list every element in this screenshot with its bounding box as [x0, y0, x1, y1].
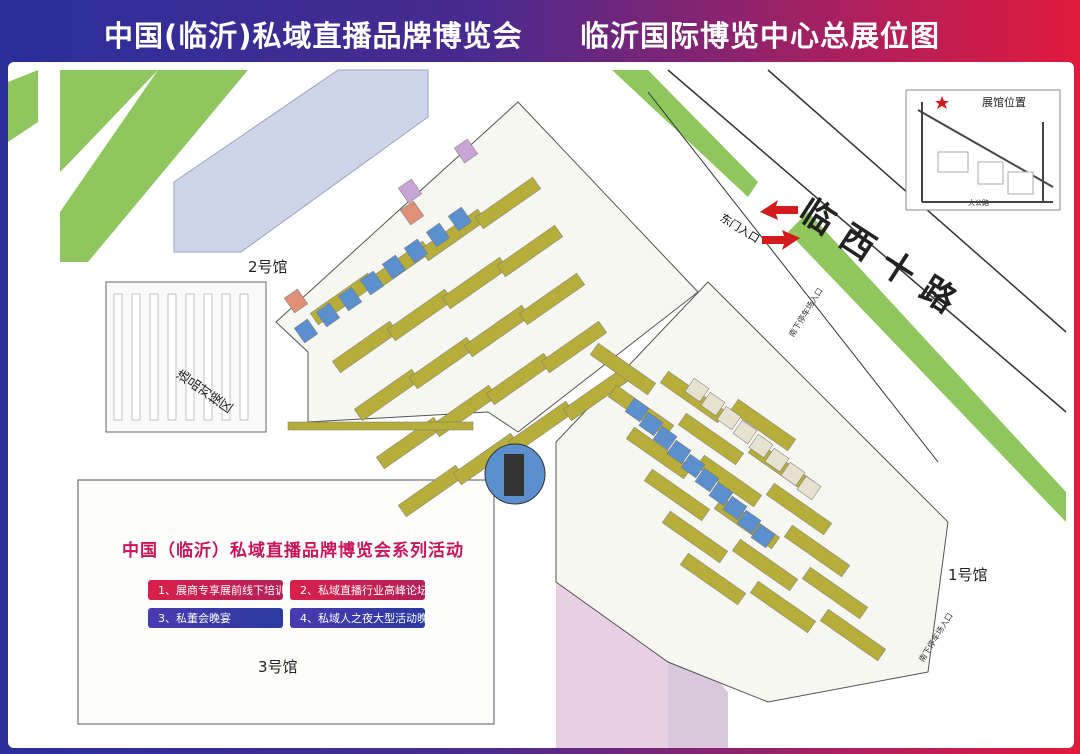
green-strip-road-bottom [788, 212, 1066, 522]
booth-hall1-light-4 [748, 433, 774, 459]
booth-hall1-blue-3 [666, 439, 692, 465]
green-area-corner [8, 70, 38, 142]
booth-hall1-2 [729, 398, 797, 452]
zone-row-7 [239, 293, 249, 421]
booth-hall1-15 [679, 552, 747, 606]
location-inset-title: 展馆位置 [982, 96, 1026, 109]
booth-hall2-blue-3 [359, 270, 385, 296]
events-title: 中国（临沂）私域直播品牌博览会系列活动 [122, 541, 464, 561]
booth-hall1-16 [749, 580, 817, 634]
expo-title: 中国(临沂)私域直播品牌博览会 [104, 19, 523, 53]
booth-hall1-light-1 [700, 391, 726, 417]
booth-hall2-3 [474, 176, 542, 230]
inset-block-1 [937, 151, 969, 173]
booth-hall1-light-2 [716, 405, 742, 431]
booth-hall1-6 [625, 426, 693, 480]
road-edge [667, 69, 1067, 413]
booth-hall1-light-0 [684, 377, 710, 403]
booth-hall2-blue-6 [425, 222, 451, 248]
booth-hall2-salmon-0 [283, 288, 309, 314]
zone-row-5 [203, 293, 213, 421]
booth-hall1-17 [819, 608, 887, 662]
hall3-label: 3号馆 [258, 658, 298, 676]
booth-hall2-lilac-1 [453, 138, 479, 164]
booth-hall2-blue-7 [447, 206, 473, 232]
event-item-dinner: 3、私董会晚宴 [148, 608, 283, 628]
booth-hall2-blue-2 [337, 286, 363, 312]
booth-hall1-blue-1 [638, 411, 664, 437]
booth-hall1-blue-5 [694, 467, 720, 493]
header-bar: 中国(临沂)私域直播品牌博览会 临沂国际博览中心总展位图 [0, 0, 1080, 62]
booth-hall2-15 [540, 320, 608, 374]
booth-layer [283, 138, 887, 662]
zone-booth-rows [113, 293, 249, 421]
booth-hall2-blue-1 [315, 302, 341, 328]
booth-hall1-blue-2 [652, 425, 678, 451]
hall3-outline [77, 479, 495, 725]
inset-star-icon [935, 96, 949, 109]
booth-hall2-blue-4 [381, 254, 407, 280]
booth-hall1-13 [731, 538, 799, 592]
green-strip-road-top [612, 70, 758, 197]
hall1-label: 1号馆 [948, 566, 988, 584]
booth-hall1-blue-9 [750, 523, 776, 549]
zone-row-0 [113, 293, 123, 421]
booth-hall1-blue-7 [722, 495, 748, 521]
zone-row-4 [185, 293, 195, 421]
booth-hall1-light-7 [796, 475, 822, 501]
booth-hall1-4 [677, 412, 745, 466]
green-area-left [60, 70, 248, 262]
inset-block-2 [977, 161, 1004, 185]
event-item-gala: 4、私域人之夜大型活动晚宴 [290, 608, 439, 628]
event-item-forum: 2、私域直播行业高峰论坛 [290, 580, 428, 600]
booth-hall1-11 [783, 524, 851, 578]
parking-lot [173, 69, 429, 253]
booth-strip-hall2 [287, 421, 474, 431]
inset-block-3 [1007, 171, 1034, 195]
booth-hall1-blue-4 [680, 453, 706, 479]
booth-hall1-9 [643, 468, 711, 522]
booth-hall1-light-6 [780, 461, 806, 487]
zone-row-3 [167, 293, 177, 421]
zone-row-2 [149, 293, 159, 421]
booth-hall1-12 [661, 510, 729, 564]
zone-row-1 [131, 293, 141, 421]
entrance-arrow-left [760, 200, 798, 220]
booth-hall1-blue-0 [624, 397, 650, 423]
booth-hall2-blue-5 [403, 238, 429, 264]
floor-plan-map [8, 69, 1067, 748]
booth-hall2-lilac-0 [397, 178, 423, 204]
hall2-label: 2号馆 [248, 258, 288, 276]
inset-road-label: 大公路 [968, 199, 989, 207]
booth-hall1-light-5 [764, 447, 790, 473]
green-area-top-left [60, 70, 158, 172]
booth-hall1-14 [801, 566, 869, 620]
floor-plan-frame: 展馆位置 大公路 临西十路 东门入口 南下停车场入口 南下停车场入口 2号馆 1… [8, 62, 1074, 748]
booth-hall2-blue-0 [293, 318, 319, 344]
booth-hall1-blue-8 [736, 509, 762, 535]
booth-hall2-salmon-1 [399, 200, 425, 226]
location-inset [905, 89, 1061, 211]
road-edge-3 [647, 91, 939, 463]
map-title: 临沂国际博览中心总展位图 [580, 19, 941, 53]
booth-hall2-11 [518, 272, 586, 326]
booth-hall1-light-3 [732, 419, 758, 445]
booth-hall1-8 [765, 482, 833, 536]
booth-hall2-7 [496, 224, 564, 278]
underground-entrance-tower [504, 454, 524, 496]
event-item-training: 1、展商专享展前线下培训会 [148, 580, 297, 600]
zone-row-6 [221, 293, 231, 421]
entrance-arrow-right [762, 230, 800, 250]
booth-hall1-0 [589, 342, 657, 396]
booth-hall1-blue-6 [708, 481, 734, 507]
